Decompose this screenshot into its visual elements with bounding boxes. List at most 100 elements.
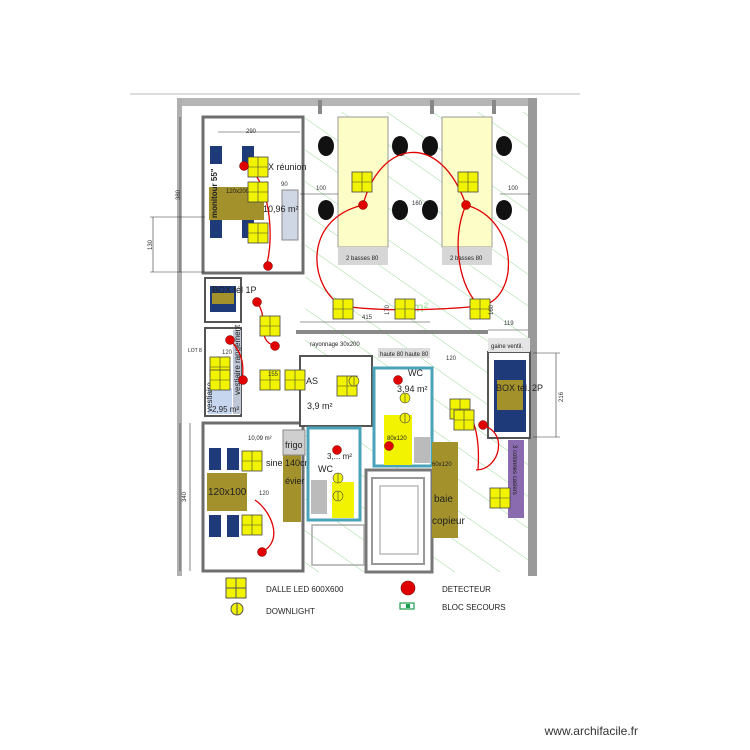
downlight — [332, 490, 344, 502]
rayonnage-label: rayonnage 30x200 — [310, 342, 360, 348]
box1-label: BOX tél 1P — [212, 285, 257, 295]
detector — [358, 200, 368, 210]
led-panel — [247, 156, 269, 178]
open-area: m² — [412, 299, 429, 315]
led-panel — [332, 298, 354, 320]
led-panel — [259, 369, 281, 391]
led-panel — [241, 450, 263, 472]
kitchen-room: 120x100 frigo sine 140cm évier 10,09 m² — [201, 421, 312, 573]
vestiaire2-label: vestiaire rangement — [233, 324, 242, 395]
lot-note: LOT 8 — [188, 348, 202, 354]
chair — [392, 200, 408, 220]
gaine-label: gaine ventil. — [491, 344, 523, 350]
chair — [318, 136, 334, 156]
led-panel — [453, 409, 475, 431]
chair — [496, 200, 512, 220]
led-panel — [247, 181, 269, 203]
chair — [422, 200, 438, 220]
detector — [263, 261, 273, 271]
dim-100b: 100 — [508, 186, 519, 192]
box-1p: BOX tél 1P — [204, 277, 257, 323]
legend-bloc: BLOC SECOURS — [442, 603, 506, 612]
detectors — [225, 161, 488, 557]
watermark: www.archifacile.fr — [544, 724, 638, 738]
detector — [461, 200, 471, 210]
detector — [384, 441, 394, 451]
dim-119: 119 — [504, 321, 514, 327]
wc2-area: 3,... m² — [327, 452, 352, 461]
vest-area: 2,95 m² — [212, 405, 239, 414]
detector — [239, 161, 249, 171]
dim-415: 415 — [362, 315, 373, 321]
chair — [422, 136, 438, 156]
legend-detecteur: DETECTEUR — [442, 585, 491, 594]
led-panel — [247, 222, 269, 244]
wc2-label: WC — [318, 464, 333, 474]
dim-130: 130 — [148, 239, 154, 250]
table60x120-label: 60x120 — [432, 462, 452, 468]
inner-walls — [296, 330, 488, 334]
led-panel — [209, 369, 231, 391]
baie-area: 60x120 baie copieur 3 colonnes casiers — [432, 440, 524, 538]
basses80b-label: 2 basses 80 — [450, 256, 483, 262]
dim-120a: 120 — [222, 350, 233, 356]
frigo-label: frigo — [285, 440, 303, 450]
sanitary-block: AS 3,9 m² 3,94 m² WC WC 3,... m² 80x120 … — [299, 342, 434, 522]
detector — [332, 445, 342, 455]
baie-label: baie — [434, 494, 453, 505]
led-panel — [351, 171, 373, 193]
cuisine-label: sine 140cm — [266, 458, 312, 468]
reunion-label: 5X réunion — [263, 162, 307, 172]
detector — [252, 297, 262, 307]
dim-160b: 160 — [489, 304, 495, 315]
as-area: 3,9 m² — [307, 401, 333, 411]
dim-216: 216 — [559, 391, 565, 402]
dimensions — [150, 117, 560, 571]
wc1-area: 3,94 m² — [397, 384, 428, 394]
colonnes-label: 3 colonnes casiers — [511, 445, 517, 495]
evier-label: évier — [285, 476, 305, 486]
downlight — [348, 375, 360, 387]
basses80a-label: 2 basses 80 — [346, 256, 379, 262]
legend: DALLE LED 600X600 DETECTEUR DOWNLIGHT BL… — [225, 577, 506, 616]
dim-155: 155 — [268, 372, 279, 378]
downlight — [399, 412, 411, 424]
dim-100a: 100 — [316, 186, 327, 192]
downlight — [399, 392, 411, 404]
haute80b-label: haute 80 — [405, 352, 429, 358]
monitor-label: monitour 55" — [210, 168, 219, 218]
wc1-label: WC — [408, 368, 423, 378]
chair — [392, 136, 408, 156]
detector — [270, 341, 280, 351]
detector — [257, 547, 267, 557]
dim-160: 160 — [412, 201, 423, 207]
dim-120c: 120 — [259, 491, 270, 497]
led-panel — [284, 369, 306, 391]
table80x120-label: 80x120 — [387, 436, 407, 442]
led-panel — [457, 171, 479, 193]
dim-380: 380 — [176, 189, 182, 200]
as-label: AS — [306, 376, 318, 386]
dim-120b: 120 — [446, 356, 457, 362]
led-panel — [241, 514, 263, 536]
lift-core — [311, 468, 434, 574]
dim-340: 340 — [182, 491, 188, 502]
detector — [238, 375, 248, 385]
dim-90: 90 — [281, 182, 288, 188]
led-panel — [489, 487, 511, 509]
cuisine-area: 10,09 m² — [248, 436, 272, 442]
chair — [496, 136, 512, 156]
copieur-label: copieur — [432, 516, 465, 527]
haute80a-label: haute 80 — [380, 352, 404, 358]
vestiaire1-label: vestiaire — [205, 382, 214, 412]
legend-downlight: DOWNLIGHT — [266, 607, 315, 616]
dim-290: 290 — [246, 129, 257, 135]
dim-170: 170 — [385, 304, 391, 315]
detector — [225, 335, 235, 345]
table-reunion-label: 120x200 — [226, 189, 250, 195]
detector — [478, 420, 488, 430]
legend-dalle: DALLE LED 600X600 — [266, 585, 344, 594]
led-panel — [259, 315, 281, 337]
reunion-area: 10,96 m² — [263, 204, 299, 214]
dimension-labels: 290 380 90 130 100 160 100 415 170 160 1… — [148, 129, 565, 502]
